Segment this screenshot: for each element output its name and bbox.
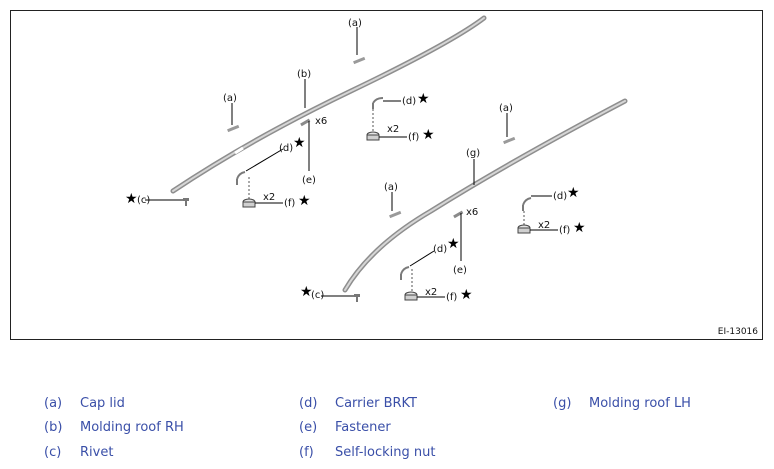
star-mark: ★: [125, 191, 138, 207]
cap-lid-part: [227, 124, 240, 133]
callout-x2: x2: [387, 124, 399, 135]
cap-lid-part: [503, 136, 516, 145]
carrier-bracket-part: [236, 171, 246, 185]
rivet-part: [354, 294, 360, 302]
legend-label: Cap lid: [80, 396, 125, 411]
fastener-part: [300, 118, 311, 127]
legend-code: (f): [299, 445, 314, 460]
star-mark: ★: [567, 185, 580, 201]
star-mark: ★: [298, 193, 311, 209]
callout-f: (f): [408, 132, 419, 143]
legend-code: (d): [299, 396, 318, 411]
callout-d: (d): [433, 244, 447, 255]
legend-item-e: (e) Fastener: [299, 420, 391, 435]
carrier-bracket-part: [372, 97, 384, 109]
molding-roof-rh: [170, 15, 487, 194]
legend-item-d: (d) Carrier BRKT: [299, 396, 417, 411]
callout-x6: x6: [315, 116, 327, 127]
cap-lid-part: [389, 210, 402, 219]
legend-label: Molding roof LH: [589, 396, 691, 411]
legend-code: (b): [44, 420, 63, 435]
diagram-canvas: (a) (a) (b) ★ (c) x6 (e) (d) ★: [125, 15, 628, 303]
callout-a: (a): [499, 103, 513, 114]
callout-f: (f): [559, 225, 570, 236]
callout-d: (d): [553, 191, 567, 202]
cap-lid-part: [353, 56, 366, 65]
legend-label: Molding roof RH: [80, 420, 184, 435]
callout-d: (d): [279, 143, 293, 154]
carrier-bracket-part: [522, 197, 532, 211]
self-locking-nut-part: [404, 291, 418, 301]
star-mark: ★: [417, 91, 430, 107]
callout-e: (e): [302, 175, 316, 186]
callout-f: (f): [284, 198, 295, 209]
callout-a: (a): [348, 18, 362, 29]
fastener-part: [453, 210, 464, 219]
callout-x2: x2: [538, 220, 550, 231]
legend-label: Carrier BRKT: [335, 396, 417, 411]
star-mark: ★: [293, 135, 306, 151]
star-mark: ★: [300, 284, 313, 300]
legend-code: (c): [44, 445, 62, 460]
legend-code: (a): [44, 396, 63, 411]
callout-x2: x2: [425, 287, 437, 298]
legend-item-f: (f) Self-locking nut: [299, 445, 435, 460]
star-mark: ★: [573, 220, 586, 236]
carrier-bracket-part: [400, 266, 410, 280]
legend-item-b: (b) Molding roof RH: [44, 420, 184, 435]
callout-b: (b): [297, 69, 311, 80]
legend-label: Self-locking nut: [335, 445, 436, 460]
callout-c: (c): [137, 195, 150, 206]
rivet-part: [183, 198, 189, 206]
callout-x6: x6: [466, 207, 478, 218]
callout-g: (g): [466, 148, 480, 159]
legend-item-g: (g) Molding roof LH: [553, 396, 691, 411]
callout-c: (c): [311, 290, 324, 301]
legend-code: (e): [299, 420, 318, 435]
callout-x2: x2: [263, 192, 275, 203]
star-mark: ★: [460, 287, 473, 303]
legend-item-c: (c) Rivet: [44, 445, 113, 460]
legend-item-a: (a) Cap lid: [44, 396, 125, 411]
self-locking-nut-part: [242, 198, 256, 208]
legend-label: Rivet: [80, 445, 114, 460]
figure-id: EI-13016: [717, 327, 758, 337]
star-mark: ★: [447, 236, 460, 252]
callout-a: (a): [384, 182, 398, 193]
legend-label: Fastener: [335, 420, 391, 435]
callout-d: (d): [402, 96, 416, 107]
callout-e: (e): [453, 265, 467, 276]
callout-f: (f): [446, 292, 457, 303]
legend-code: (g): [553, 396, 572, 411]
callout-a: (a): [223, 93, 237, 104]
self-locking-nut-part: [517, 224, 531, 234]
star-mark: ★: [422, 127, 435, 143]
self-locking-nut-part: [366, 131, 380, 141]
parts-diagram: (a) (a) (b) ★ (c) x6 (e) (d) ★: [10, 10, 763, 340]
